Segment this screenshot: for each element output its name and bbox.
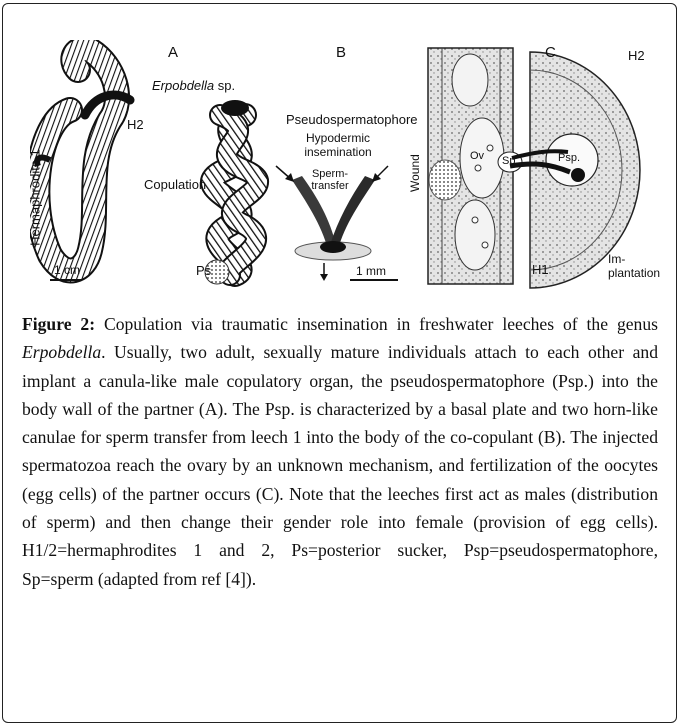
panel-c-implant-line2: plantation (608, 266, 660, 280)
panel-b-title: Pseudospermatophore (286, 112, 418, 127)
panel-c-h1-label: H1 (532, 262, 549, 277)
panel-a-letter: A (168, 44, 178, 61)
figure-illustration (30, 40, 650, 290)
panel-b-letter: B (336, 44, 346, 61)
species-suffix: sp. (214, 78, 235, 93)
panel-b-sperm-line1: Sperm- (305, 168, 355, 180)
panel-a-ps-label: Ps (196, 263, 211, 278)
wound (429, 160, 461, 200)
panel-c-psp-label: Psp. (558, 152, 580, 164)
panel-b-subtitle: Hypodermic insemination (298, 131, 378, 159)
panel-c-implant-line1: Im- (608, 252, 660, 266)
panel-b-subtitle-line1: Hypodermic (298, 131, 378, 145)
panel-c-wound-label: Wound (408, 154, 422, 192)
panel-a-scale-label: 1 cm (54, 263, 80, 277)
caption-text-1: Copulation via traumatic insemination in… (95, 314, 658, 334)
panel-a-hermaphrodite-label: Hermaphrodite 1 (28, 143, 43, 253)
panel-a-species: Erpobdella sp. (152, 78, 235, 93)
panel-a-h2-label: H2 (127, 117, 144, 132)
panel-c-implantation-label: Im- plantation (608, 252, 660, 280)
panel-c-h2-label: H2 (628, 48, 645, 63)
caption-label: Figure 2: (22, 314, 95, 334)
panel-a-copulation-label: Copulation (144, 177, 206, 192)
panel-c-letter: C (545, 44, 556, 61)
panel-b-subtitle-line2: insemination (298, 145, 378, 159)
caption-text-2: . Usually, two adult, sexually mature in… (22, 342, 658, 588)
panel-b-sperm-line2: transfer (305, 180, 355, 192)
panel-b-sperm-label: Sperm- transfer (305, 168, 355, 192)
species-genus: Erpobdella (152, 78, 214, 93)
figure-caption: Figure 2: Copulation via traumatic insem… (22, 310, 658, 593)
caption-genus: Erpobdella (22, 342, 101, 362)
panel-c-sp-label: Sp (502, 155, 515, 167)
panel-b-scale-label: 1 mm (356, 264, 386, 278)
panel-c-ov-label: Ov (470, 150, 484, 162)
